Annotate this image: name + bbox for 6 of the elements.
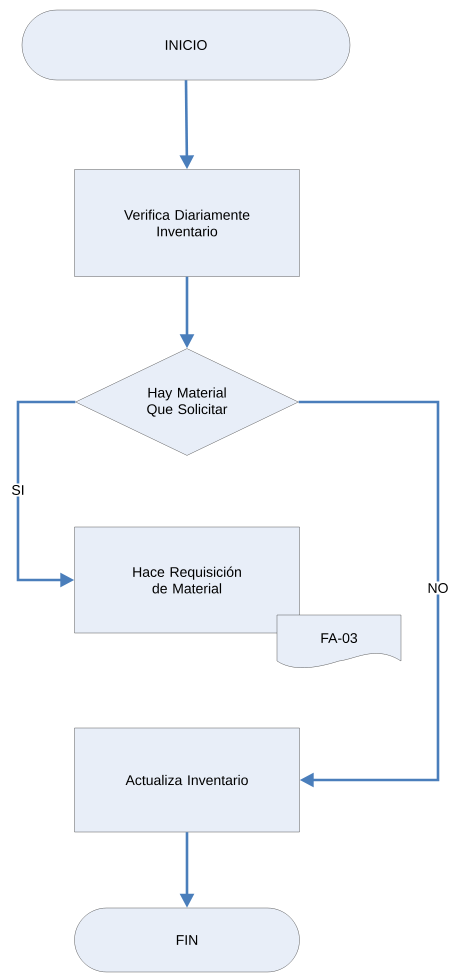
- edge-label: SI: [10, 484, 26, 496]
- edge-label: NO: [426, 582, 450, 594]
- process-box: Hace Requisición de Material: [74, 526, 300, 634]
- arrow: [298, 400, 440, 788]
- process-box: Actualiza Inventario: [74, 728, 300, 832]
- process-box: Verifica Diariamente Inventario: [74, 169, 300, 277]
